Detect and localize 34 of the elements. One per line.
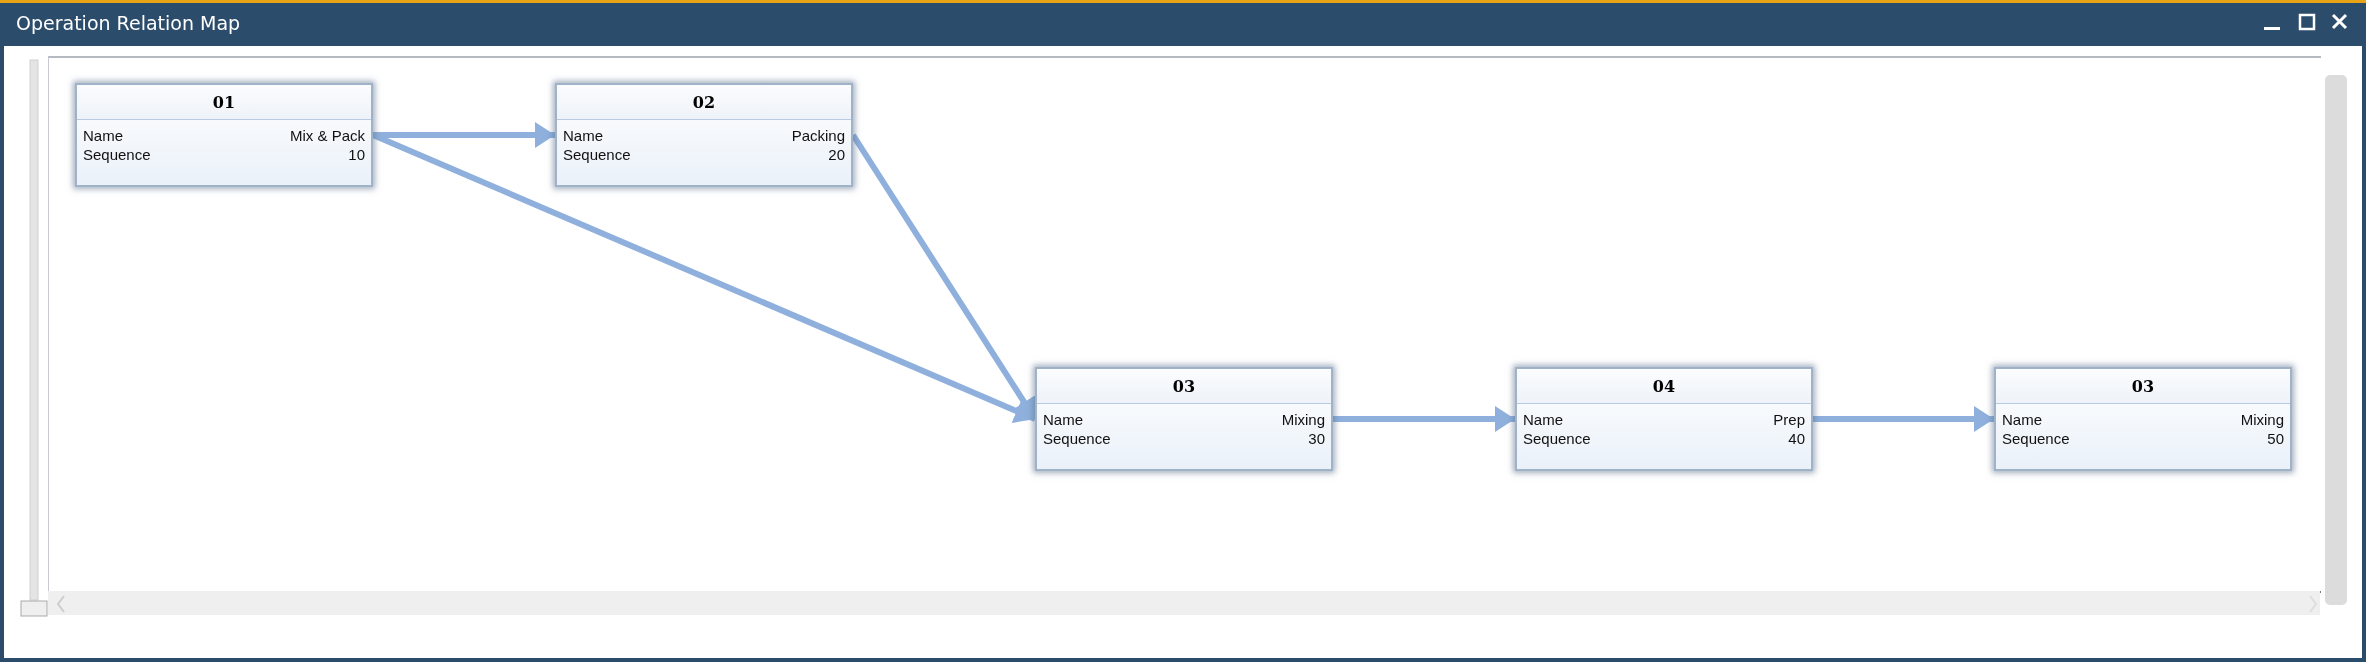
- arrow: [373, 122, 555, 148]
- field-value: 30: [1308, 430, 1325, 447]
- field-value: Packing: [791, 127, 845, 144]
- field-value: 50: [2267, 430, 2284, 447]
- card-title: 03: [2130, 377, 2156, 396]
- arrow: [1813, 406, 1994, 432]
- field-label: Name: [83, 127, 123, 144]
- card-title: 03: [1171, 377, 1197, 396]
- field-value: Mixing: [1281, 411, 1325, 428]
- field-value: Mix & Pack: [290, 127, 365, 144]
- field-value: Mixing: [2240, 411, 2284, 428]
- window-title: Operation Relation Map: [16, 12, 241, 34]
- field-label: Name: [2002, 411, 2042, 428]
- field-value: Prep: [1773, 411, 1805, 428]
- field-value: 20: [828, 146, 845, 163]
- operation-card: [1994, 367, 2292, 471]
- field-value: 40: [1788, 430, 1805, 447]
- operation-card: [1515, 367, 1813, 471]
- operation-card: [75, 83, 373, 187]
- field-label: Sequence: [563, 146, 631, 163]
- field-label: Name: [563, 127, 603, 144]
- arrow: [1333, 406, 1515, 432]
- card-title: 04: [1651, 377, 1677, 396]
- field-label: Sequence: [1043, 430, 1111, 447]
- field-label: Name: [1043, 411, 1083, 428]
- field-label: Sequence: [83, 146, 151, 163]
- operation-card: [555, 83, 853, 187]
- operation-card: [1035, 367, 1333, 471]
- field-value: 10: [348, 146, 365, 163]
- field-label: Sequence: [1523, 430, 1591, 447]
- card-title: 01: [211, 93, 237, 112]
- card-title: 02: [691, 93, 717, 112]
- field-label: Name: [1523, 411, 1563, 428]
- field-label: Sequence: [2002, 430, 2070, 447]
